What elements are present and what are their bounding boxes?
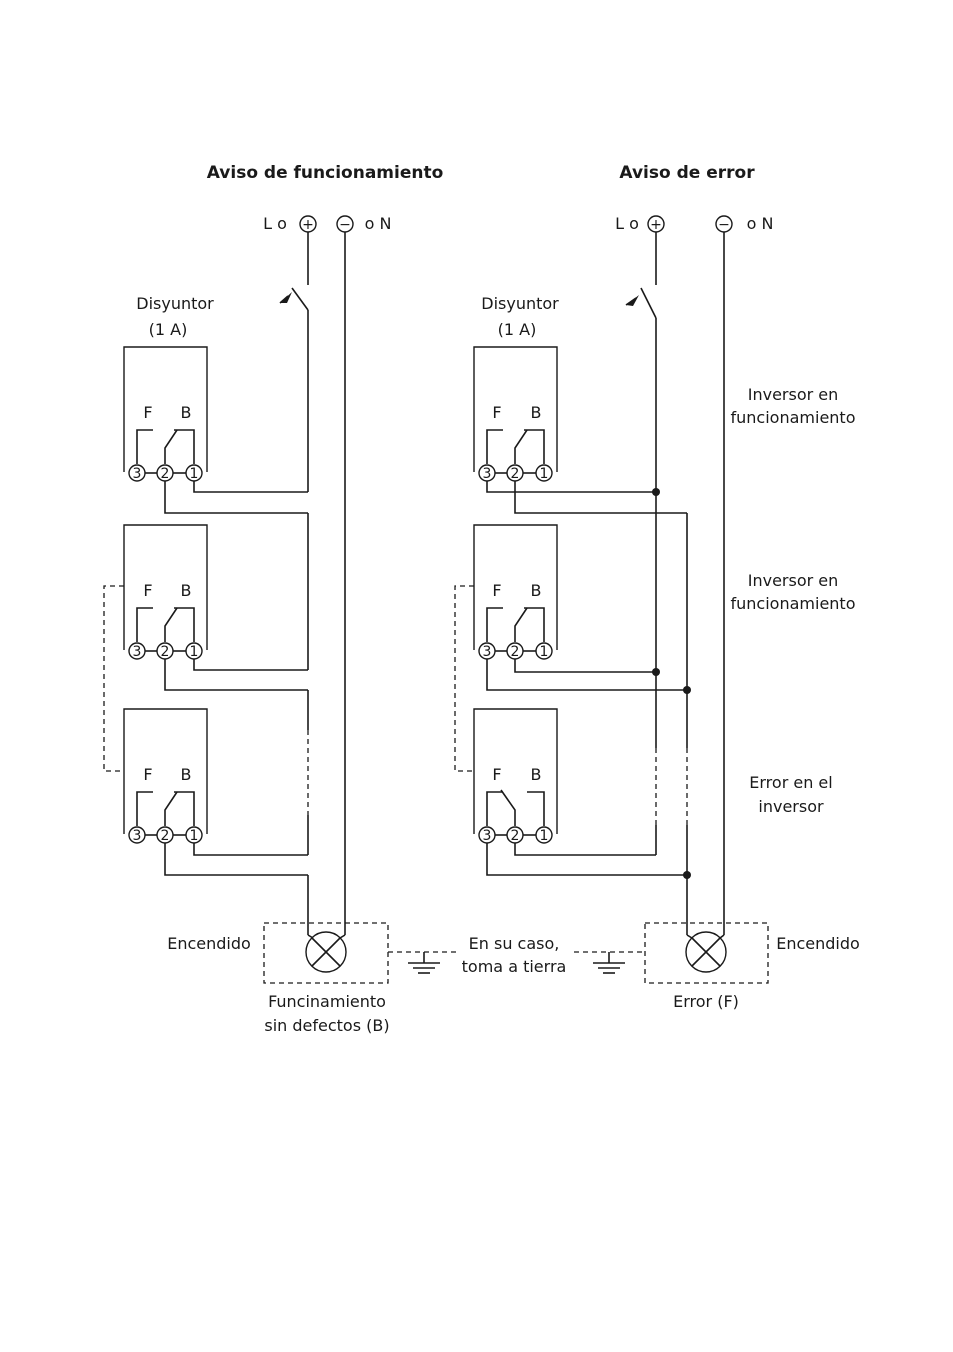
status-3-line-1: Error en el — [749, 773, 832, 792]
svg-text:2: 2 — [511, 644, 520, 660]
right-lamp-caption: Error (F) — [673, 992, 739, 1011]
svg-text:3: 3 — [483, 644, 492, 660]
left-supply-plus-label: L o — [263, 214, 287, 233]
svg-text:F: F — [143, 403, 152, 422]
left-lamp-state: Encendido — [167, 934, 251, 953]
left-lamp-caption-2: sin defectos (B) — [264, 1016, 389, 1035]
left-relay-1: F B 3 2 1 — [123, 346, 208, 482]
status-3-line-2: inversor — [758, 797, 824, 816]
svg-text:B: B — [181, 403, 192, 422]
right-junction-dot — [652, 488, 660, 496]
left-relay-3: F B 3 2 1 — [123, 708, 208, 844]
svg-text:F: F — [143, 581, 152, 600]
svg-text:2: 2 — [161, 466, 170, 482]
right-breaker-switch-icon — [625, 287, 657, 319]
status-2-line-1: Inversor en — [748, 571, 839, 590]
svg-text:1: 1 — [190, 828, 199, 844]
svg-text:3: 3 — [483, 466, 492, 482]
svg-text:F: F — [492, 403, 501, 422]
right-lamp-housing — [644, 922, 769, 984]
svg-text:F: F — [492, 581, 501, 600]
svg-text:2: 2 — [511, 828, 520, 844]
right-lamp-icon — [685, 931, 727, 973]
left-lamp-caption-1: Funcinamiento — [268, 992, 386, 1011]
status-1-line-1: Inversor en — [748, 385, 839, 404]
right-supply-minus-label: o N — [747, 214, 774, 233]
right-diagram-title: Aviso de error — [619, 163, 755, 183]
right-minus-terminal-icon: − — [715, 215, 733, 233]
svg-text:1: 1 — [540, 466, 549, 482]
left-minus-terminal-icon: − — [336, 215, 354, 233]
left-lamp-icon — [305, 931, 347, 973]
status-1-line-2: funcionamiento — [731, 408, 856, 427]
svg-text:+: + — [650, 217, 662, 233]
right-breaker-rating: (1 A) — [498, 320, 537, 339]
svg-text:F: F — [492, 765, 501, 784]
svg-text:B: B — [181, 581, 192, 600]
left-ground-icon — [408, 952, 440, 974]
svg-text:+: + — [302, 217, 314, 233]
svg-text:2: 2 — [161, 644, 170, 660]
right-junction-dot — [683, 686, 691, 694]
svg-text:1: 1 — [190, 466, 199, 482]
svg-text:3: 3 — [133, 644, 142, 660]
svg-text:F: F — [143, 765, 152, 784]
right-supply-plus-label: L o — [615, 214, 639, 233]
right-plus-terminal-icon: + — [647, 215, 665, 233]
right-junction-dot — [652, 668, 660, 676]
right-breaker-label: Disyuntor — [481, 294, 559, 313]
right-relay-link-dashed — [454, 585, 474, 772]
svg-text:1: 1 — [190, 644, 199, 660]
ground-note-1: En su caso, — [469, 934, 560, 953]
left-diagram-title: Aviso de funcionamiento — [207, 163, 444, 183]
left-breaker-label: Disyuntor — [136, 294, 214, 313]
svg-text:1: 1 — [540, 828, 549, 844]
svg-text:−: − — [718, 217, 730, 233]
svg-text:B: B — [181, 765, 192, 784]
svg-text:1: 1 — [540, 644, 549, 660]
status-2-line-2: funcionamiento — [731, 594, 856, 613]
left-relay-link-dashed — [103, 585, 124, 772]
right-junction-dot — [683, 871, 691, 879]
left-breaker-switch-icon — [279, 287, 309, 311]
right-relay-3: F B 3 2 1 — [473, 708, 558, 844]
svg-text:B: B — [531, 765, 542, 784]
svg-text:2: 2 — [161, 828, 170, 844]
right-relay-1: F B 3 2 1 — [473, 346, 558, 482]
right-relay-2: F B 3 2 1 — [473, 524, 558, 660]
left-lamp-housing — [263, 922, 389, 984]
left-breaker-rating: (1 A) — [149, 320, 188, 339]
ground-note-2: toma a tierra — [462, 957, 567, 976]
svg-text:B: B — [531, 581, 542, 600]
left-supply-minus-label: o N — [365, 214, 392, 233]
svg-text:−: − — [339, 217, 351, 233]
right-ground-icon — [593, 952, 625, 974]
svg-text:3: 3 — [133, 466, 142, 482]
svg-text:3: 3 — [483, 828, 492, 844]
svg-text:B: B — [531, 403, 542, 422]
svg-text:3: 3 — [133, 828, 142, 844]
left-plus-terminal-icon: + — [299, 215, 317, 233]
right-lamp-state: Encendido — [776, 934, 860, 953]
left-relay-2: F B 3 2 1 — [123, 524, 208, 660]
svg-text:2: 2 — [511, 466, 520, 482]
